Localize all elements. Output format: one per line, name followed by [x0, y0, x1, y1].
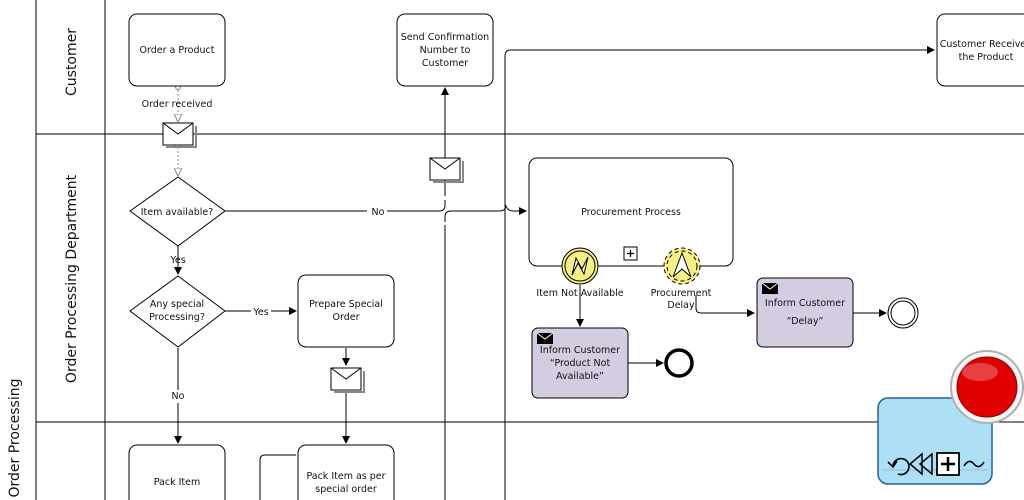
task-inform-product-not-available[interactable]: Inform Customer “Product Not Available” [531, 327, 629, 399]
task-label-line: Pack Item as per [306, 471, 385, 482]
lane-label-order-processing: Order Processing Department [64, 174, 80, 383]
flow-label-no-special: No [172, 391, 185, 402]
escalation-boundary-event-icon[interactable] [663, 247, 701, 285]
event-label-line: Delay [667, 300, 695, 311]
task-label: Pack Item [154, 477, 201, 488]
task-label-line: the Product [959, 52, 1014, 63]
flow-label-yes-special: Yes [252, 307, 268, 318]
task-label: Order a Product [140, 45, 215, 56]
message-envelope-icon [162, 122, 197, 148]
task-label-line: “Product Not [550, 358, 611, 369]
gateway-label-line: Processing? [149, 312, 205, 323]
flow-label-no: No [372, 207, 385, 218]
intermediate-end-event-icon[interactable] [887, 297, 919, 329]
sequence-flows [176, 46, 935, 500]
expand-icon[interactable] [936, 452, 960, 476]
task-send-confirmation[interactable]: Send Confirmation Number to Customer [396, 13, 494, 87]
message-envelope-icon [330, 367, 365, 393]
task-label-line: Inform Customer [540, 345, 620, 356]
task-label-line: Available” [556, 371, 604, 382]
event-label-item-not-available: Item Not Available [536, 288, 623, 299]
gateway-item-available[interactable]: Item available? [129, 176, 226, 247]
pool-label: Order Processing [7, 379, 23, 498]
task-label-line: Inform Customer [765, 298, 845, 309]
task-label-line: Customer [422, 58, 468, 69]
subprocess-procurement[interactable]: Procurement Process [528, 157, 734, 267]
task-label-line: Prepare Special [309, 299, 383, 310]
task-inform-delay[interactable]: Inform Customer “Delay” [756, 277, 854, 348]
task-prepare-special-order[interactable]: Prepare Special Order [297, 274, 395, 348]
send-message-icon [536, 332, 554, 344]
task-label-line: “Delay” [787, 316, 824, 327]
lane-label-customer: Customer [64, 28, 80, 96]
adhoc-marker-icon[interactable] [963, 460, 985, 468]
task-label-line: Number to [420, 45, 471, 56]
task-order-product[interactable]: Order a Product [128, 13, 226, 87]
send-message-icon [761, 282, 779, 294]
rewind-icon[interactable] [908, 452, 933, 476]
gateway-label: Item available? [141, 207, 214, 218]
gateway-label-line: Any special [150, 299, 204, 310]
gateway-special-processing[interactable]: Any special Processing? [129, 275, 226, 348]
flow-label-yes: Yes [169, 255, 185, 266]
marker-palette-widget[interactable] [877, 397, 993, 485]
record-button[interactable] [950, 350, 1024, 424]
task-label-line: Order [333, 312, 360, 323]
error-boundary-event-icon[interactable] [561, 247, 599, 285]
loop-marker-icon[interactable] [887, 457, 910, 476]
collapsed-subprocess-plus-icon[interactable] [623, 246, 638, 261]
message-envelope-icon [429, 157, 464, 183]
task-pack-special-order[interactable]: Pack Item as per special order [297, 444, 395, 500]
task-label-line: Send Confirmation [401, 32, 489, 43]
end-event-icon[interactable] [664, 348, 694, 378]
task-pack-item[interactable]: Pack Item [128, 444, 226, 500]
event-label-order-received: Order received [142, 99, 213, 110]
pool-structure [35, 0, 1024, 500]
task-label-line: special order [315, 484, 377, 495]
event-label-line: Procurement [651, 288, 712, 299]
subprocess-label: Procurement Process [581, 207, 681, 218]
task-label-line: Customer Received [940, 39, 1024, 50]
task-customer-received[interactable]: Customer Received the Product [936, 13, 1024, 87]
